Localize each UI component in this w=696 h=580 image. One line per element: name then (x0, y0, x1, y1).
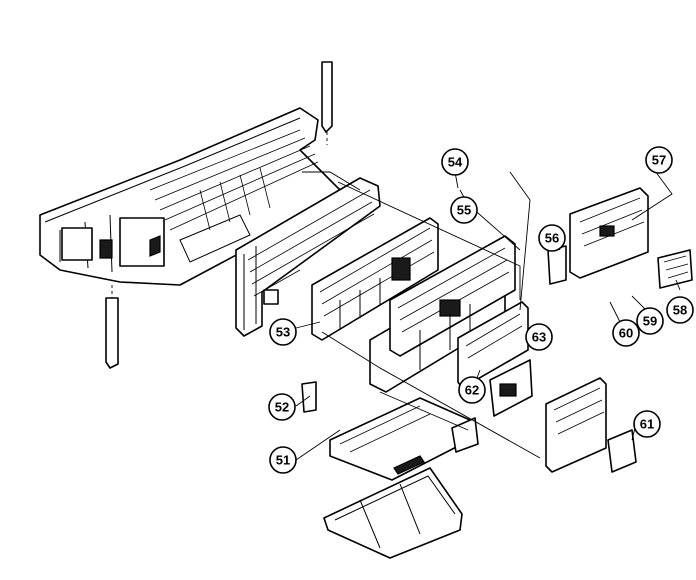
callout-53: 53 (269, 318, 297, 346)
callout-label: 55 (457, 203, 471, 218)
callout-label: 59 (643, 314, 657, 329)
callout-58: 58 (666, 296, 694, 324)
callout-62: 62 (458, 376, 486, 404)
small-bracket (451, 417, 479, 453)
power-supply-board (457, 301, 533, 417)
callout-label: 60 (619, 326, 633, 341)
bottom-base-plate (323, 467, 463, 559)
lower-mounting-bracket (105, 285, 119, 369)
callout-57: 57 (645, 146, 673, 174)
callout-label: 54 (448, 155, 463, 170)
callout-label: 56 (545, 231, 559, 246)
callout-56: 56 (538, 224, 566, 252)
connector-board (657, 249, 693, 289)
upper-mounting-bracket (321, 61, 333, 145)
callout-label: 52 (275, 400, 289, 415)
display-board (545, 377, 637, 473)
callout-51: 51 (269, 446, 297, 474)
callout-63: 63 (525, 323, 553, 351)
main-circuit-board (311, 217, 439, 341)
callout-59: 59 (636, 307, 664, 335)
callout-54: 54 (441, 148, 469, 176)
callout-55: 55 (450, 196, 478, 224)
lower-circuit-board (329, 397, 471, 481)
callout-label: 57 (652, 153, 666, 168)
rear-frame-panel (235, 177, 381, 337)
callout-label: 61 (640, 417, 654, 432)
callout-label: 63 (532, 330, 546, 345)
callout-label: 58 (673, 303, 687, 318)
callout-label: 53 (276, 325, 290, 340)
callout-label: 51 (276, 453, 290, 468)
callout-label: 62 (465, 383, 479, 398)
callout-61: 61 (633, 410, 661, 438)
center-chassis-assembly (369, 235, 516, 393)
upper-chassis-housing (39, 107, 341, 286)
callout-60: 60 (612, 319, 640, 347)
callout-52: 52 (268, 393, 296, 421)
